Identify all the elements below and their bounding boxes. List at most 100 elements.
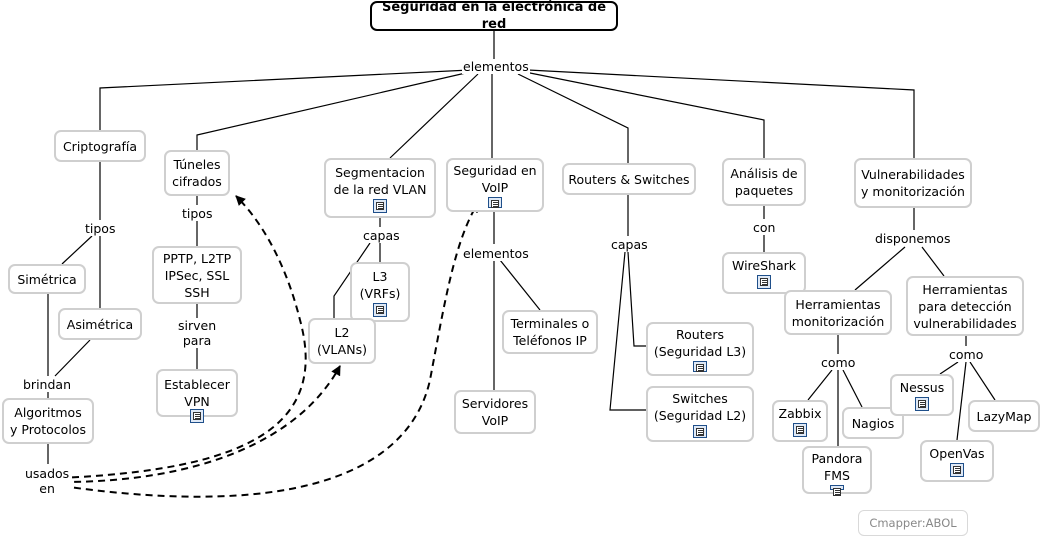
document-resource-icon[interactable] (190, 409, 204, 423)
edge-tipos-simetrica (61, 235, 93, 265)
edge-asimetrica-brindan (54, 339, 91, 377)
dashed-edge-usados-l2 (61, 365, 341, 483)
concept-pptp-label: PPTP, L2TP IPSec, SSL SSH (162, 250, 232, 300)
link-como-mon: como (820, 355, 857, 370)
concept-vulnerabilidades-label: Vulnerabilidades y monitorización (861, 167, 965, 199)
concept-switches[interactable]: Switches (Seguridad L2) (646, 386, 754, 442)
concept-tuneles-label: Túneles cifrados (172, 157, 222, 189)
concept-openvas[interactable]: OpenVas (920, 440, 994, 482)
concept-routers-switches-label: Routers & Switches (568, 171, 690, 187)
document-resource-icon[interactable] (757, 275, 771, 289)
link-brindan: brindan (22, 377, 72, 392)
concept-tuneles[interactable]: Túneles cifrados (164, 150, 230, 196)
dashed-edge-usados-tuneles (59, 195, 307, 479)
concept-segmentacion[interactable]: Segmentacion de la red VLAN (324, 158, 436, 218)
concept-segmentacion-label: Segmentacion de la red VLAN (333, 164, 427, 197)
concept-l2[interactable]: L2 (VLANs) (308, 318, 376, 364)
edge-elementos-routers (517, 73, 629, 163)
concept-wireshark[interactable]: WireShark (722, 252, 806, 294)
concept-pandora[interactable]: Pandora FMS (802, 446, 872, 496)
document-resource-icon[interactable] (373, 198, 387, 213)
concept-herr-mon-label: Herramientas monitorización (791, 296, 885, 329)
concept-analisis-label: Análisis de paquetes (730, 166, 798, 198)
edge-como-nagios (842, 369, 863, 408)
author-credit-text: Cmapper:ABOL (869, 516, 957, 530)
map-title-text: Seguridad en la electrónica de red (381, 0, 607, 32)
document-resource-icon[interactable] (950, 463, 964, 477)
link-elementos-top: elementos (462, 59, 530, 74)
concept-switches-label: Switches (Seguridad L2) (653, 391, 747, 423)
map-title: Seguridad en la electrónica de red (370, 0, 618, 32)
concept-nagios[interactable]: Nagios (842, 407, 904, 439)
edge-elementos-tuneles (196, 71, 471, 150)
link-como-det: como (948, 347, 985, 362)
edge-elementos-analisis (524, 71, 765, 158)
concept-terminales[interactable]: Terminales o Teléfonos IP (502, 310, 598, 354)
document-resource-icon[interactable] (693, 425, 707, 438)
edge-como-zabbix (807, 369, 833, 401)
dashed-edge-usados-voip (61, 202, 479, 498)
concept-algoritmos[interactable]: Algoritmos y Protocolos (2, 398, 94, 444)
concept-routers-switches[interactable]: Routers & Switches (562, 163, 696, 195)
link-tipos-cripto: tipos (84, 221, 117, 236)
link-sirven-para: sirven para (177, 318, 218, 348)
concept-servidores-label: Servidores VoIP (461, 396, 529, 428)
concept-l2-label: L2 (VLANs) (317, 325, 367, 357)
concept-routers[interactable]: Routers (Seguridad L3) (646, 322, 754, 376)
link-elementos-voip: elementos (462, 246, 530, 261)
link-tipos-tuneles: tipos (181, 206, 214, 221)
concept-analisis[interactable]: Análisis de paquetes (722, 158, 806, 206)
concept-asimetrica[interactable]: Asimétrica (58, 308, 142, 340)
concept-nessus[interactable]: Nessus (890, 374, 954, 416)
concept-asimetrica-label: Asimétrica (66, 316, 134, 332)
concept-simetrica[interactable]: Simétrica (8, 264, 86, 294)
concept-routers-label: Routers (Seguridad L3) (653, 327, 747, 359)
document-resource-icon[interactable] (793, 423, 807, 437)
concept-voip[interactable]: Seguridad en VoIP (446, 158, 544, 212)
document-resource-icon[interactable] (373, 302, 387, 317)
document-resource-icon[interactable] (830, 485, 844, 496)
concept-voip-label: Seguridad en VoIP (453, 163, 537, 195)
concept-herr-det[interactable]: Herramientas para detección vulnerabilid… (906, 276, 1024, 336)
concept-servidores[interactable]: Servidores VoIP (454, 390, 536, 434)
concept-pptp[interactable]: PPTP, L2TP IPSec, SSL SSH (152, 246, 242, 304)
link-usados-en: usados en (24, 466, 71, 496)
concept-simetrica-label: Simétrica (17, 271, 77, 287)
concept-nagios-label: Nagios (851, 415, 895, 431)
concept-criptografia-label: Criptografía (62, 138, 138, 154)
concept-vpn-label: Establecer VPN (164, 377, 230, 409)
edge-disponemos-herrmon (854, 246, 906, 291)
concept-pandora-label: Pandora FMS (811, 451, 863, 483)
concept-zabbix[interactable]: Zabbix (772, 400, 828, 442)
concept-herr-mon[interactable]: Herramientas monitorización (784, 290, 892, 335)
link-con: con (752, 220, 777, 235)
edge-disponemos-herrdet (921, 246, 945, 277)
concept-vulnerabilidades[interactable]: Vulnerabilidades y monitorización (854, 158, 972, 208)
edge-capas-routers (627, 251, 646, 347)
concept-herr-det-label: Herramientas para detección vulnerabilid… (913, 281, 1017, 331)
edge-elementos-terminales (499, 259, 541, 311)
concept-algoritmos-label: Algoritmos y Protocolos (10, 405, 86, 437)
edge-capas-l2 (333, 242, 371, 318)
concept-lazymap[interactable]: LazyMap (968, 400, 1040, 432)
link-disponemos: disponemos (874, 231, 952, 246)
author-credit: Cmapper:ABOL (858, 510, 968, 536)
concept-l3-label: L3 (VRFs) (359, 268, 401, 301)
edge-capas-switches (609, 251, 646, 411)
concept-l3[interactable]: L3 (VRFs) (350, 262, 410, 322)
edge-elementos-criptografia (99, 69, 471, 130)
edge-como-openvas (956, 361, 967, 441)
concept-zabbix-label: Zabbix (778, 406, 822, 421)
concept-openvas-label: OpenVas (929, 446, 985, 461)
concept-wireshark-label: WireShark (731, 258, 796, 273)
edge-como-nessus (939, 361, 959, 375)
document-resource-icon[interactable] (488, 197, 502, 208)
concept-lazymap-label: LazyMap (976, 408, 1032, 424)
concept-terminales-label: Terminales o Teléfonos IP (510, 316, 590, 348)
document-resource-icon[interactable] (915, 397, 929, 411)
concept-criptografia[interactable]: Criptografía (54, 130, 146, 162)
document-resource-icon[interactable] (693, 361, 707, 372)
link-capas-vlan: capas (362, 228, 401, 243)
edge-como-lazymap (969, 361, 996, 401)
